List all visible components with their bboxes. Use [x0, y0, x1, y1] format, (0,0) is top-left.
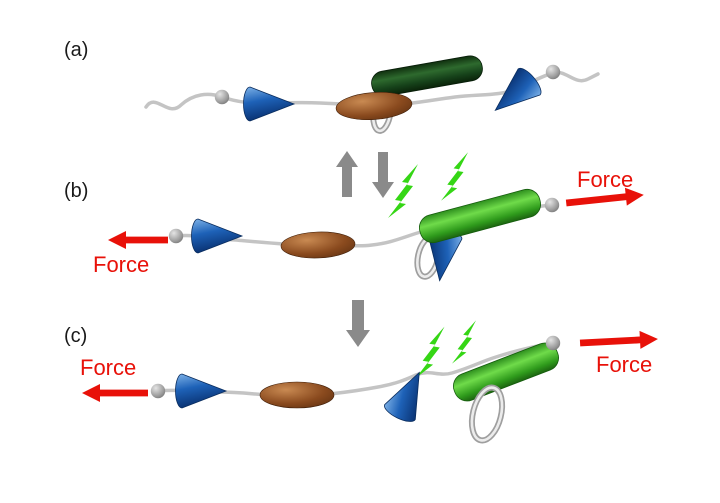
lightning-icon	[441, 152, 468, 201]
lightning-bolt-shape	[416, 326, 445, 378]
lightning-icon	[452, 320, 476, 364]
fluorophore-cylinder-bright-c	[453, 342, 559, 402]
panel-c-label: (c)	[64, 325, 87, 347]
bead-c-left	[150, 383, 166, 399]
stopper-cone-a-right	[494, 67, 542, 111]
panel-b: (b) Force Force	[64, 152, 644, 282]
station-ellipsoid-c	[259, 381, 335, 409]
fluorophore-cylinder-dark	[371, 55, 483, 97]
equilibrium-arrows	[336, 151, 394, 198]
cone-shape	[494, 67, 542, 111]
cylinder-body-bright	[453, 342, 559, 402]
force-arrow-b-right	[565, 187, 644, 207]
panel-a-label: (a)	[64, 39, 88, 61]
cone-shape	[243, 86, 296, 122]
lightning-bolt-shape	[452, 320, 476, 364]
cone-shape	[191, 218, 244, 254]
ellipsoid-shape	[280, 231, 356, 259]
station-ellipsoid-b	[280, 231, 356, 259]
force-label-b-left: Force	[93, 252, 149, 277]
stopper-cone-c-right	[384, 371, 420, 422]
down-arrow-icon	[372, 152, 394, 198]
bead-c-right	[545, 335, 561, 351]
lightning-icon	[388, 164, 418, 218]
station-ellipsoid-a	[335, 91, 413, 121]
force-arrow-c-right	[579, 330, 658, 349]
fluorophore-cylinder-bright-b	[419, 188, 541, 244]
lightning-icon	[416, 326, 445, 378]
panel-a: (a)	[64, 39, 600, 134]
cone-shape	[175, 373, 228, 409]
lightning-bolt-shape	[441, 152, 468, 201]
force-arrow-c-right-group	[579, 330, 658, 349]
stopper-cone-b-left	[191, 218, 244, 254]
cylinder-body-bright	[419, 188, 541, 244]
bead-b-right	[544, 197, 560, 213]
ring-highlight	[470, 386, 504, 442]
panel-c: (c) Force Force	[64, 320, 658, 444]
bead-a-right	[545, 64, 561, 80]
panel-b-label: (b)	[64, 180, 88, 202]
bead-b-left	[168, 228, 184, 244]
cylinder-body-dark	[371, 55, 483, 97]
lightning-bolt-shape	[388, 164, 418, 218]
macrocycle-ring-c	[468, 384, 506, 444]
ellipsoid-shape	[259, 381, 335, 409]
thread-c	[156, 341, 555, 398]
cone-shape	[384, 371, 420, 422]
up-arrow-icon	[336, 151, 358, 197]
stopper-cone-a-left	[243, 86, 296, 122]
force-arrow-c-left	[82, 384, 148, 402]
force-label-b-right: Force	[577, 167, 633, 192]
bead-a-left	[214, 89, 230, 105]
force-arrow-b-left	[108, 231, 168, 249]
ellipsoid-shape	[335, 91, 413, 121]
stopper-cone-c-left	[175, 373, 228, 409]
force-label-c-right: Force	[596, 352, 652, 377]
force-label-c-left: Force	[80, 355, 136, 380]
progress-down-arrow-icon	[346, 300, 370, 347]
force-arrow-b-right-group	[565, 187, 644, 207]
